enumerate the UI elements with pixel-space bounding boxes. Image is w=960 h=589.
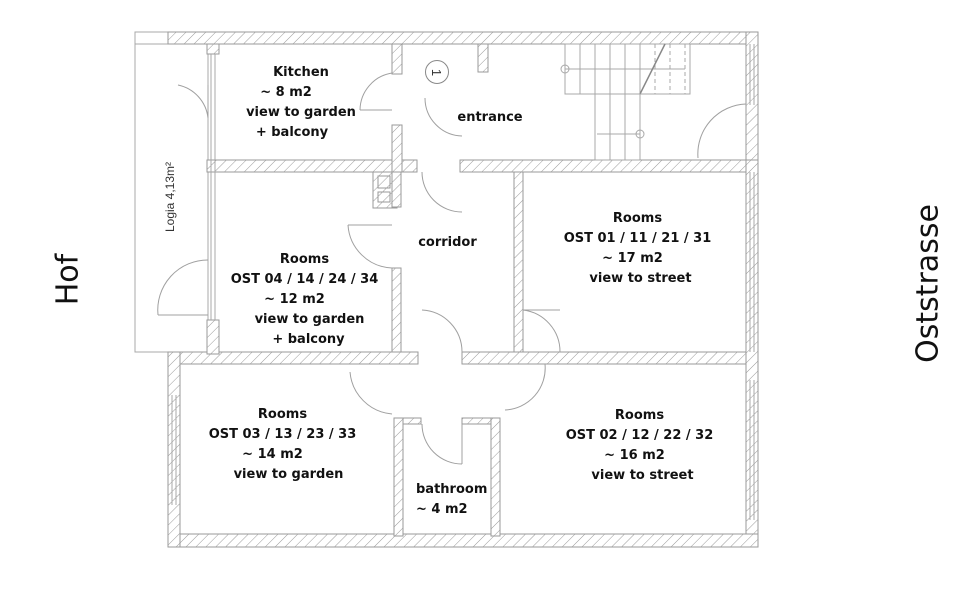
room-label-ost-01: Rooms OST 01 / 11 / 21 / 31 ~ 17 m2 view… bbox=[555, 209, 720, 289]
room-label-entrance: entrance bbox=[450, 108, 530, 128]
room-name: Kitchen bbox=[273, 65, 329, 80]
room-numbers: OST 03 / 13 / 23 / 33 bbox=[208, 427, 357, 442]
room-numbers: OST 04 / 14 / 24 / 34 bbox=[230, 272, 379, 287]
room-view: view to garden bbox=[254, 312, 365, 327]
logia-label: Logia 4,13m² bbox=[163, 161, 177, 233]
room-name: Rooms bbox=[614, 408, 665, 423]
room-view: view to street bbox=[591, 468, 694, 483]
room-name: bathroom bbox=[416, 482, 488, 497]
staircase bbox=[560, 43, 691, 161]
floor-marker: 1 bbox=[425, 60, 449, 84]
room-area: ~ 17 m2 bbox=[602, 251, 663, 266]
room-name: Rooms bbox=[279, 252, 330, 267]
walls bbox=[167, 31, 759, 548]
room-area: ~ 4 m2 bbox=[416, 502, 468, 517]
room-name: Rooms bbox=[612, 211, 663, 226]
room-view: view to garden bbox=[233, 467, 344, 482]
door-swings bbox=[157, 72, 747, 465]
room-label-bathroom: bathroom ~ 4 m2 bbox=[410, 480, 490, 520]
street-label: Oststrasse bbox=[910, 204, 946, 363]
room-numbers: OST 01 / 11 / 21 / 31 bbox=[563, 231, 712, 246]
courtyard-label: Hof bbox=[50, 253, 86, 306]
room-area: ~ 8 m2 bbox=[260, 85, 312, 100]
room-extra: + balcony bbox=[255, 125, 329, 140]
room-label-kitchen: Kitchen ~ 8 m2 view to garden + balcony bbox=[226, 63, 376, 143]
room-numbers: OST 02 / 12 / 22 / 32 bbox=[565, 428, 714, 443]
room-extra: + balcony bbox=[272, 332, 345, 347]
room-area: ~ 16 m2 bbox=[604, 448, 665, 463]
floor-marker-number: 1 bbox=[429, 68, 445, 76]
room-label-corridor: corridor bbox=[410, 233, 485, 253]
room-name: corridor bbox=[418, 235, 477, 250]
room-label-ost-02: Rooms OST 02 / 12 / 22 / 32 ~ 16 m2 view… bbox=[557, 406, 722, 486]
room-area: ~ 12 m2 bbox=[264, 292, 325, 307]
room-view: view to garden bbox=[246, 105, 356, 120]
room-label-ost-03: Rooms OST 03 / 13 / 23 / 33 ~ 14 m2 view… bbox=[200, 405, 365, 485]
room-area: ~ 14 m2 bbox=[242, 447, 303, 462]
room-name: Rooms bbox=[257, 407, 308, 422]
room-name: entrance bbox=[457, 110, 523, 125]
room-label-ost-04: Rooms OST 04 / 14 / 24 / 34 ~ 12 m2 view… bbox=[222, 250, 387, 350]
room-view: view to street bbox=[589, 271, 692, 286]
